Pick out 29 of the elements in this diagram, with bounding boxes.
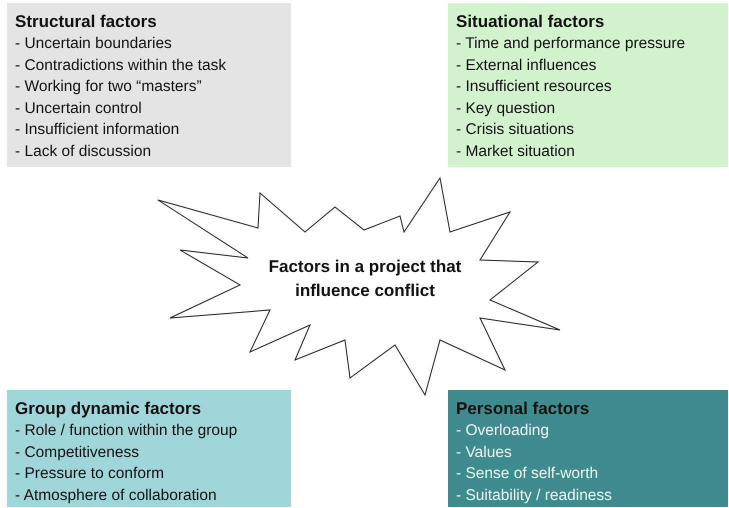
list-item: - External influences (456, 56, 598, 76)
list-item: - Atmosphere of collaboration (15, 486, 218, 506)
factor-box (448, 3, 728, 167)
center-title: Factors in a project that influence conflict (268, 257, 462, 300)
factor-box (7, 390, 291, 507)
list-item: - Insufficient information (15, 120, 180, 140)
box-heading: Situational factors (456, 11, 606, 33)
list-item: - Market situation (456, 142, 576, 162)
list-item: - Values (456, 442, 513, 462)
list-item: - Crisis situations (456, 120, 575, 140)
list-item: - Key question (456, 98, 556, 118)
list-item: - Contradictions within the task (15, 56, 228, 76)
factor-box (448, 390, 728, 507)
box-heading: Personal factors (456, 398, 590, 420)
list-item: - Uncertain control (15, 98, 143, 118)
list-item: - Insufficient resources (456, 77, 613, 97)
list-item: - Lack of discussion (15, 142, 152, 162)
list-item: - Suitability / readiness (456, 486, 613, 506)
list-item: - Sense of self-worth (456, 464, 600, 484)
list-item: - Working for two “masters” (15, 77, 203, 97)
list-item: - Time and performance pressure (456, 34, 686, 54)
factor-box (7, 3, 291, 167)
list-item: - Uncertain boundaries (15, 34, 173, 54)
box-heading: Structural factors (15, 11, 158, 33)
list-item: - Pressure to conform (15, 464, 166, 484)
list-item: - Competitiveness (15, 442, 140, 462)
list-item: - Overloading (456, 421, 550, 441)
box-heading: Group dynamic factors (15, 398, 202, 420)
list-item: - Role / function within the group (15, 421, 238, 441)
